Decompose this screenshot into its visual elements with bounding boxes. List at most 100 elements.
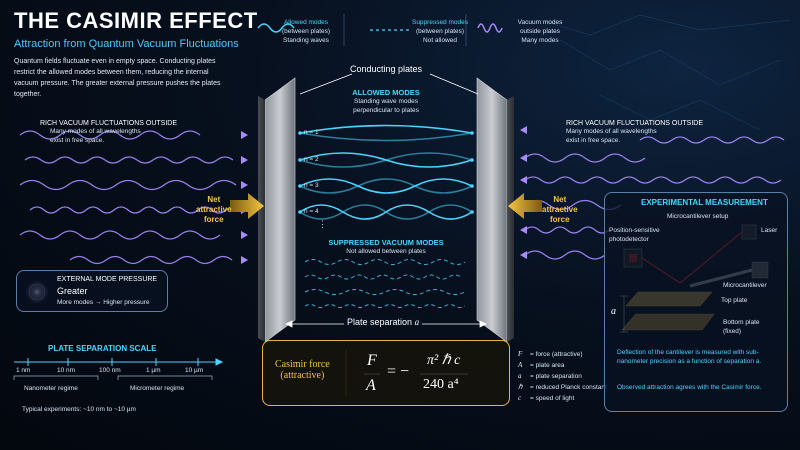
scale-tick-100nm: 100 nm	[99, 367, 121, 374]
symbol-a-desc: = plate separation	[530, 373, 582, 380]
legend-suppressed: Suppressed modes (between plates) Not al…	[410, 18, 470, 45]
symbol-row-A: A = plate area	[518, 354, 607, 369]
mode-label-3: n = 3	[304, 182, 319, 189]
intro-paragraph: Quantum fields fluctuate even in empty s…	[14, 58, 221, 98]
symbol-F: F	[518, 350, 523, 358]
photodetector-label-1: Position-sensitive	[609, 227, 660, 234]
net-force-left-line3: force	[204, 215, 224, 224]
left-conducting-plate	[258, 77, 296, 343]
net-force-right-line1: Net	[553, 195, 567, 204]
left-outside-title: RICH VACUUM FLUCTUATIONS OUTSIDE	[40, 120, 178, 127]
allowed-modes-desc1: Standing wave modes	[354, 98, 418, 105]
allowed-modes-header: ALLOWED MODES Standing wave modes perpen…	[300, 88, 472, 115]
right-outside-title: RICH VACUUM FLUCTUATIONS OUTSIDE	[566, 120, 704, 127]
bottom-plate-label-1: Bottom plate	[723, 319, 760, 326]
symbol-hbar-desc: = reduced Planck constant	[530, 384, 607, 391]
allowed-modes-desc2: perpendicular to plates	[353, 107, 419, 114]
separation-scale-axis	[14, 358, 224, 366]
formula-lhs-denominator: A	[366, 377, 376, 394]
cantilever-label: Microcantilever	[723, 282, 767, 289]
allowed-mode-legend-icon	[257, 23, 295, 33]
scale-regime-micrometer: Micrometer regime	[130, 385, 185, 392]
right-outside-desc2: exist in free space.	[566, 137, 621, 144]
suppressed-mode-waves	[304, 259, 466, 308]
external-pressure-box: EXTERNAL MODE PRESSURE Greater More mode…	[16, 270, 168, 312]
symbol-row-a: a = plate separation	[518, 365, 607, 380]
legend-allowed-sub2: Standing waves	[283, 37, 329, 44]
symbol-row-hbar: ℏ = reduced Planck constant	[518, 376, 607, 391]
symbol-a: a	[518, 372, 522, 380]
bottom-plate-label-2: (fixed)	[723, 328, 742, 335]
net-force-right-line3: force	[550, 215, 570, 224]
legend-vacuum: Vacuum modes outside plates Many modes	[510, 18, 570, 45]
legend-suppressed-label: Suppressed modes	[411, 19, 468, 26]
symbol-A-desc: = plate area	[530, 362, 565, 369]
formula-equals: = −	[387, 363, 410, 380]
allowed-mode-waves	[299, 124, 473, 220]
symbol-c-desc: = speed of light	[530, 395, 575, 402]
background-network	[539, 14, 791, 131]
symbol-F-desc: = force (attractive)	[530, 351, 583, 358]
symbol-A: A	[518, 361, 523, 369]
legend-allowed-sub1: (between plates)	[281, 28, 331, 35]
vacuum-mode-legend-icon	[477, 23, 503, 33]
left-outside-desc2: exist in free space.	[50, 137, 105, 144]
formula-label-line1: Casimir force	[275, 359, 330, 370]
formula-lhs-numerator: F	[367, 352, 377, 369]
scale-title: PLATE SEPARATION SCALE	[48, 344, 157, 353]
left-outside-label: RICH VACUUM FLUCTUATIONS OUTSIDE Many mo…	[40, 120, 177, 145]
symbol-hbar: ℏ	[518, 383, 523, 391]
net-force-label-right: Net attractive force	[542, 195, 578, 225]
casimir-formula-box: Casimir force (attractive) F A = − π² ℏ …	[262, 340, 510, 406]
separation-symbol: a	[414, 317, 420, 327]
legend-allowed: Allowed modes (between plates) Standing …	[276, 18, 336, 45]
scale-tick-10um: 10 µm	[185, 367, 204, 374]
legend-vacuum-label: Vacuum modes	[517, 19, 563, 26]
separation-label-text: Plate separation	[347, 317, 413, 327]
legend-vacuum-sub2: Many modes	[521, 37, 559, 44]
experiment-note-1: Deflection of the cantilever is measured…	[617, 349, 762, 365]
suppressed-modes-title: SUPPRESSED VACUUM MODES	[328, 238, 444, 247]
net-force-right-line2: attractive	[542, 205, 578, 214]
net-force-left-line1: Net	[207, 195, 221, 204]
formula-rhs-denominator: 240 a⁴	[423, 377, 459, 392]
mode-node-dots	[298, 131, 474, 214]
scale-tick-10nm: 10 nm	[57, 367, 76, 374]
net-force-left-line2: attractive	[196, 205, 232, 214]
mode-label-4: n = 4	[304, 208, 319, 215]
allowed-modes-title: ALLOWED MODES	[352, 88, 420, 97]
net-force-label-left: Net attractive force	[196, 195, 232, 225]
mode-label-more: ⋮	[318, 219, 327, 229]
formula-label-line2: (attractive)	[280, 370, 325, 381]
formula-label: Casimir force (attractive)	[275, 359, 330, 381]
scale-tick-1nm: 1 nm	[16, 367, 31, 374]
mode-label-2: n = 2	[304, 156, 319, 163]
pressure-value: Greater	[57, 286, 88, 296]
symbol-c: c	[518, 394, 522, 402]
net-force-arrow-left	[230, 193, 264, 219]
symbol-key: F = force (attractive) A = plate area a = p…	[518, 343, 607, 402]
scale-regime-nanometer: Nanometer regime	[24, 385, 78, 392]
experiment-title: EXPERIMENTAL MEASUREMENT	[641, 198, 768, 207]
symbol-row-F: F = force (attractive)	[518, 343, 607, 358]
experiment-panel: EXPERIMENTAL MEASUREMENT Microcantilever…	[604, 192, 788, 412]
right-outside-label: RICH VACUUM FLUCTUATIONS OUTSIDE Many mo…	[566, 120, 703, 145]
plates-label: Conducting plates	[350, 64, 423, 74]
top-plate-label: Top plate	[721, 297, 748, 304]
regime-brackets	[13, 375, 213, 380]
left-vacuum-waves	[19, 130, 241, 265]
right-outside-desc1: Many modes of all wavelengths	[566, 128, 657, 135]
page-title: THE CASIMIR EFFECT	[14, 8, 258, 33]
legend-suppressed-sub2: Not allowed	[423, 37, 457, 44]
left-outside-desc1: Many modes of all wavelengths	[50, 128, 141, 135]
legend-suppressed-sub1: (between plates)	[415, 28, 465, 35]
mode-label-1: n = 1	[304, 129, 319, 136]
symbol-row-c: c = speed of light	[518, 387, 607, 402]
suppressed-modes-header: SUPPRESSED VACUUM MODES Not allowed betw…	[300, 238, 472, 256]
scale-tick-1um: 1 µm	[146, 367, 161, 374]
scale-typical: Typical experiments: ~10 nm to ~10 µm	[22, 406, 136, 413]
photodetector-label-2: photodetector	[609, 236, 649, 243]
page-subtitle: Attraction from Quantum Vacuum Fluctuati…	[14, 38, 239, 50]
laser-label: Laser	[761, 227, 778, 234]
net-force-arrow-right	[508, 193, 542, 219]
